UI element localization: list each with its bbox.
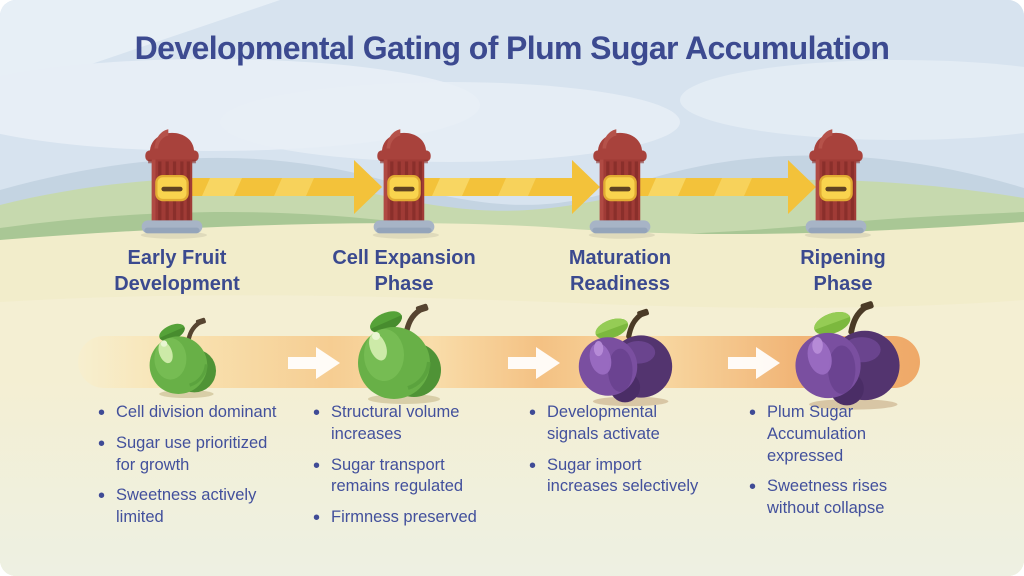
white-arrow-icon (288, 347, 340, 379)
bullet-item: Sweetness actively limited (98, 483, 280, 529)
gate-icon (804, 129, 871, 239)
bullet-item: Plum Sugar Accumulation expressed (749, 400, 921, 467)
gate-icon (140, 129, 207, 239)
bullet-list-ripening: Plum Sugar Accumulation expressed Sweetn… (749, 400, 921, 529)
gate-icon (588, 129, 655, 239)
progress-band (78, 336, 920, 388)
white-arrow-icon (508, 347, 560, 379)
bullet-item: Developmental signals activate (529, 400, 707, 446)
large-green-plum-icon (358, 303, 441, 404)
arrow-right-icon (190, 160, 382, 214)
stage-label-early-fruit: Early Fruit Development (114, 247, 240, 295)
bullet-item: Sugar import increases selectively (529, 453, 707, 499)
bullet-list-cell-expansion: Structural volume increases Sugar transp… (313, 400, 493, 538)
page-title: Developmental Gating of Plum Sugar Accum… (134, 30, 890, 66)
small-green-plum-icon (149, 317, 216, 398)
arrow-right-icon (638, 160, 816, 214)
purple-plum-icon (578, 308, 673, 407)
stage-label-maturation: Maturation Readiness (568, 247, 672, 295)
stage-label-cell-expansion: Cell Expansion Phase (332, 247, 476, 295)
bullet-list-maturation: Developmental signals activate Sugar imp… (529, 400, 707, 507)
stage-label-ripening: Ripening Phase (800, 247, 886, 295)
bullet-item: Sweetness rises without collapse (749, 474, 921, 520)
bullet-item: Structural volume increases (313, 400, 493, 446)
bullet-list-early-fruit: Cell division dominant Sugar use priorit… (98, 400, 280, 538)
bullet-item: Firmness preserved (313, 505, 493, 531)
bullet-item: Sugar use prioritized for growth (98, 431, 280, 477)
bullet-item: Sugar transport remains regulated (313, 453, 493, 499)
white-arrow-icon (728, 347, 780, 379)
bullet-item: Cell division dominant (98, 400, 280, 426)
large-purple-plum-icon (795, 301, 900, 410)
gate-icon (372, 129, 439, 239)
arrow-right-icon (422, 160, 600, 214)
